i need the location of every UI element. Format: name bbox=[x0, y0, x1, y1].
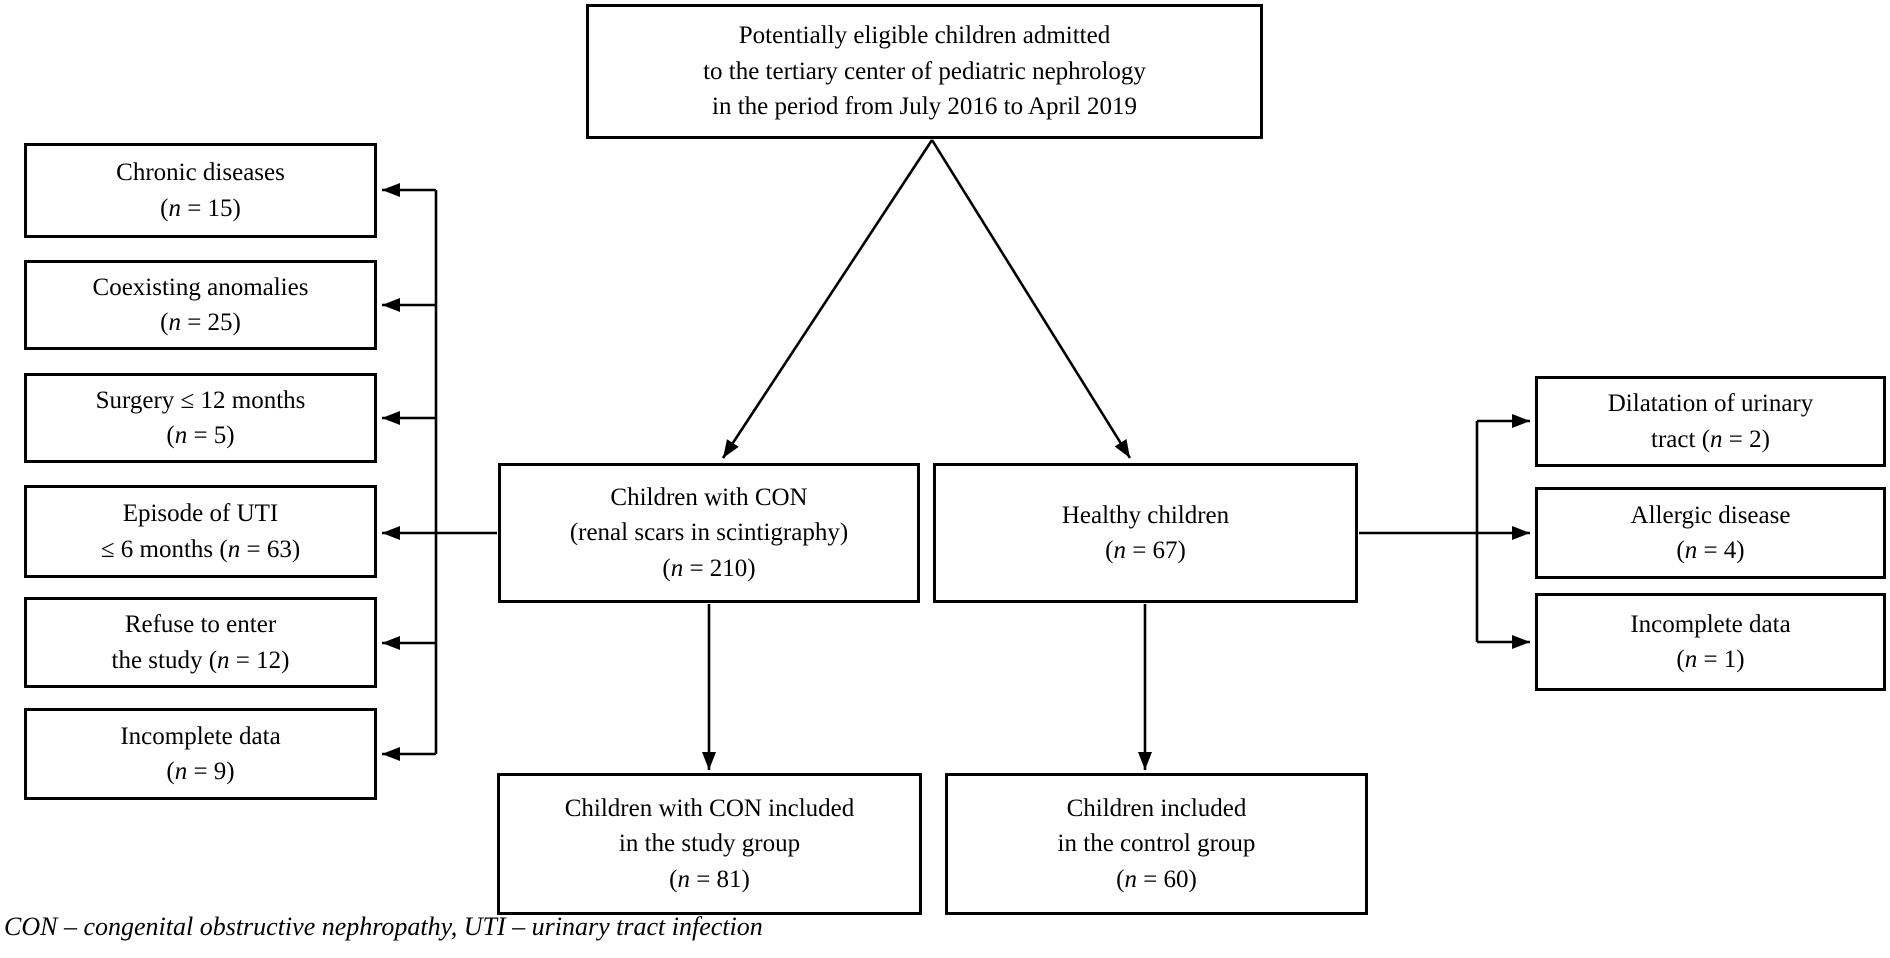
box-exclusion-coexisting-anomalies: Coexisting anomalies(n = 25) bbox=[24, 260, 377, 350]
arrow-top-to-con bbox=[721, 139, 934, 459]
box-exclusion-incomplete-data-left: Incomplete data(n = 9) bbox=[24, 708, 377, 800]
box-exclusion-chronic-diseases: Chronic diseases(n = 15) bbox=[24, 143, 377, 238]
arrow-top-to-healthy bbox=[930, 139, 1132, 459]
box-exclusion-uti-episode: Episode of UTI≤ 6 months (n = 63) bbox=[24, 485, 377, 578]
box-exclusion-surgery: Surgery ≤ 12 months(n = 5) bbox=[24, 373, 377, 463]
abbreviations-footnote: CON – congenital obstructive nephropathy… bbox=[4, 912, 763, 941]
box-exclusion-incomplete-data-right: Incomplete data(n = 1) bbox=[1535, 593, 1886, 691]
box-healthy-children: Healthy children(n = 67) bbox=[933, 463, 1358, 603]
box-exclusion-allergic: Allergic disease(n = 4) bbox=[1535, 487, 1886, 579]
box-children-with-con: Children with CON(renal scars in scintig… bbox=[498, 463, 920, 603]
